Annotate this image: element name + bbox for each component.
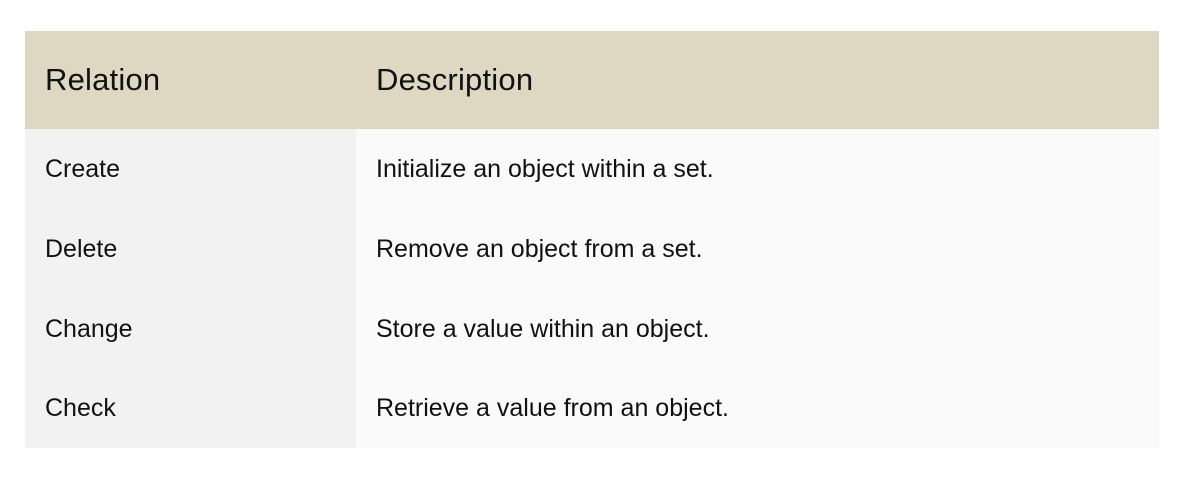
description-cell: Remove an object from a set. — [356, 209, 1159, 289]
relation-cell: Create — [25, 129, 356, 209]
relations-table: Relation Description Create Initialize a… — [25, 31, 1159, 448]
description-cell: Initialize an object within a set. — [356, 129, 1159, 209]
table-header: Relation Description — [25, 31, 1159, 129]
table-row: Create Initialize an object within a set… — [25, 129, 1159, 209]
table-body: Create Initialize an object within a set… — [25, 129, 1159, 448]
relations-table-container: Relation Description Create Initialize a… — [25, 31, 1159, 448]
description-cell: Store a value within an object. — [356, 289, 1159, 369]
table-row: Change Store a value within an object. — [25, 289, 1159, 369]
relation-cell: Check — [25, 369, 356, 448]
column-header-description: Description — [376, 62, 534, 97]
table-row: Delete Remove an object from a set. — [25, 209, 1159, 289]
relation-cell: Change — [25, 289, 356, 369]
description-cell: Retrieve a value from an object. — [356, 369, 1159, 448]
relation-cell: Delete — [25, 209, 356, 289]
table-header-row: Relation Description — [25, 31, 1159, 129]
column-header-relation: Relation — [45, 62, 161, 97]
table-row: Check Retrieve a value from an object. — [25, 369, 1159, 448]
